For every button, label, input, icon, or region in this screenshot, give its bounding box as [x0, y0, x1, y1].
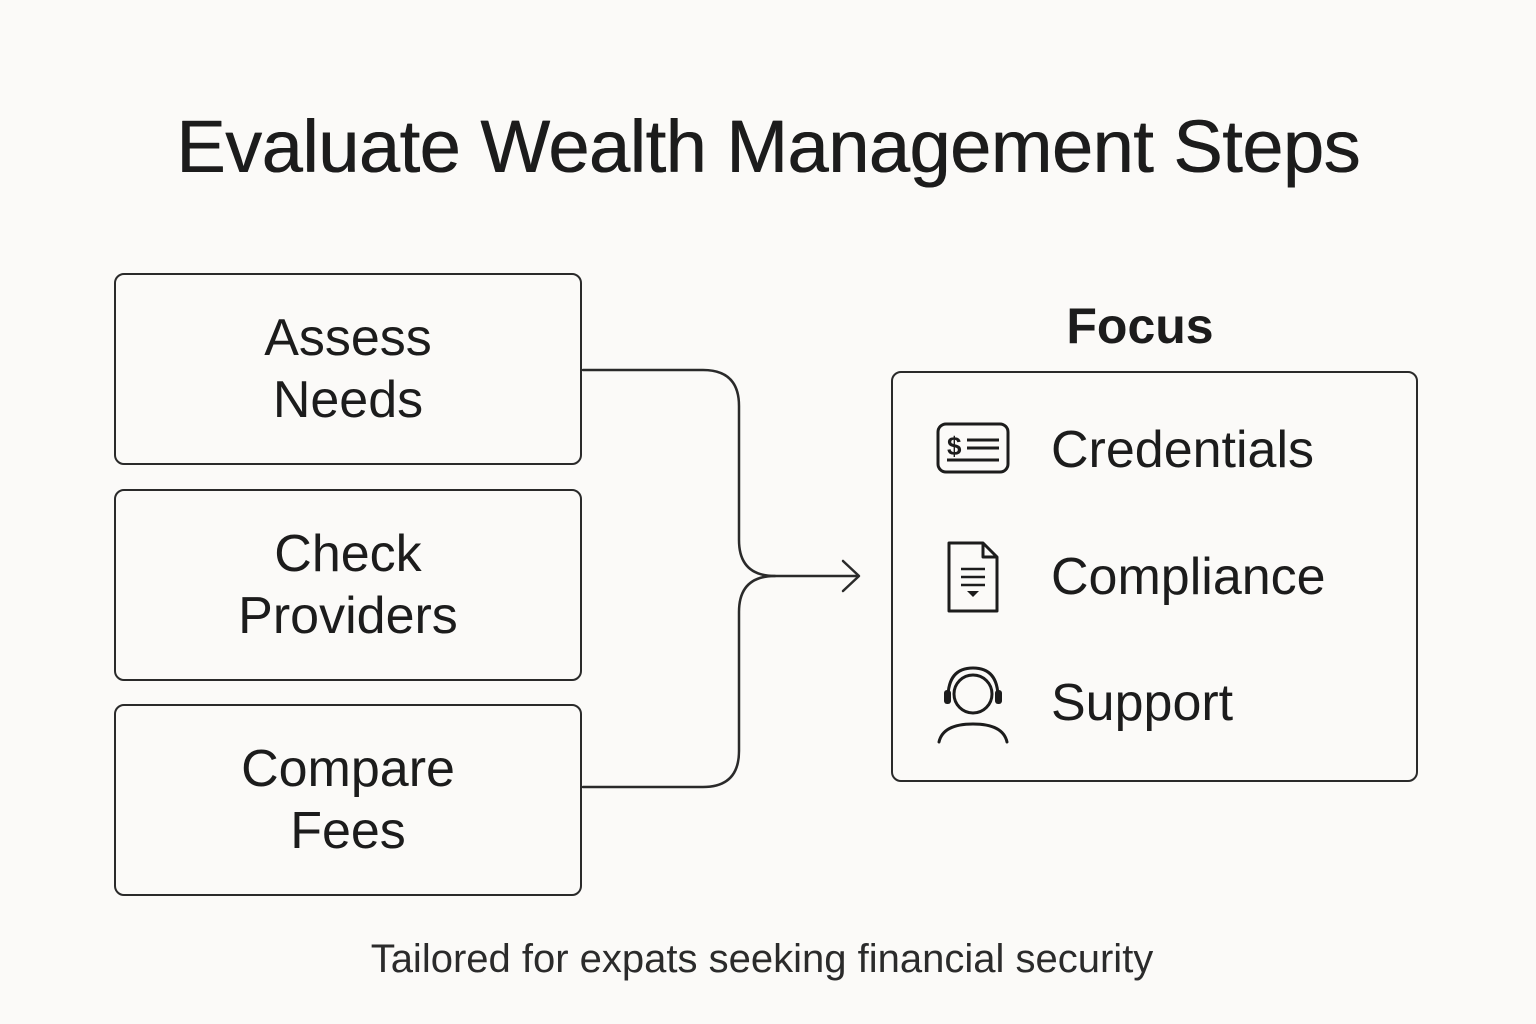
focus-item-label: Support — [1051, 674, 1234, 732]
connector-line-bottom — [581, 574, 777, 789]
focus-item-credentials: $ Credentials — [933, 405, 1314, 495]
credential-card-icon: $ — [933, 405, 1013, 495]
headset-person-icon — [933, 658, 1013, 748]
focus-item-compliance: Compliance — [933, 532, 1326, 622]
arrow-head-icon — [841, 559, 861, 593]
focus-panel: $ Credentials Compliance — [891, 371, 1418, 782]
step-label: Check Providers — [238, 525, 458, 645]
step-box-check-providers: Check Providers — [114, 489, 582, 681]
step-label: Assess Needs — [264, 309, 432, 429]
connector-line-top — [581, 368, 860, 578]
focus-item-support: Support — [933, 658, 1233, 748]
focus-heading: Focus — [1066, 298, 1214, 354]
step-box-assess-needs: Assess Needs — [114, 273, 582, 465]
page-title: Evaluate Wealth Management Steps — [176, 105, 1360, 188]
document-icon — [933, 532, 1013, 622]
step-box-compare-fees: Compare Fees — [114, 704, 582, 896]
step-label: Compare Fees — [241, 740, 455, 860]
svg-text:$: $ — [947, 431, 962, 461]
focus-item-label: Credentials — [1051, 421, 1315, 479]
focus-item-label: Compliance — [1051, 548, 1326, 606]
footer-caption: Tailored for expats seeking financial se… — [370, 937, 1154, 981]
